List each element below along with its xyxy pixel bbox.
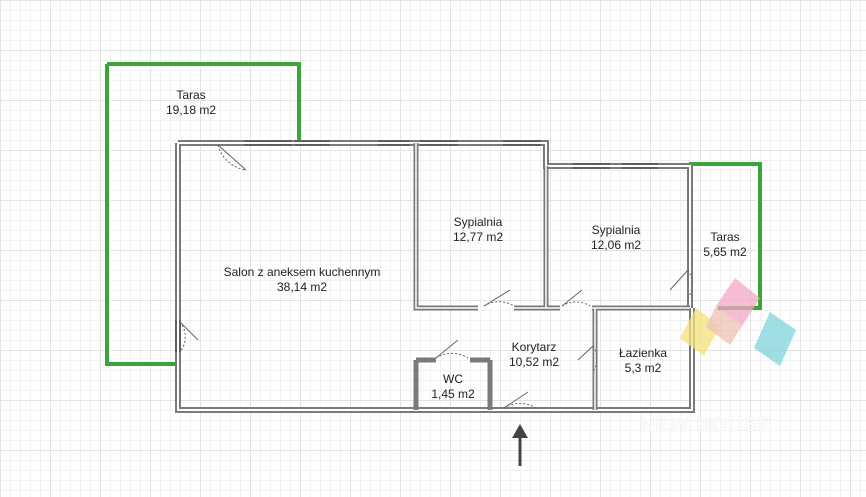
windows [175, 140, 658, 352]
terrace-large-inner [109, 66, 297, 362]
room-label-taras-large: Taras 19,18 m2 [166, 88, 216, 118]
room-label-sypialnia-2: Sypialnia 12,06 m2 [591, 223, 641, 253]
terrace-large-outline [105, 62, 301, 366]
room-name: WC [442, 372, 463, 386]
room-label-salon: Salon z aneksem kuchennym 38,14 m2 [224, 265, 381, 295]
room-area: 12,77 m2 [452, 230, 504, 244]
room-label-korytarz: Korytarz 10,52 m2 [509, 340, 559, 370]
agency-logo-icon [680, 278, 796, 366]
room-name: Korytarz [511, 340, 557, 354]
room-label-wc: WC 1,45 m2 [431, 372, 474, 402]
room-name: Sypialnia [453, 215, 503, 229]
room-area: 1,45 m2 [431, 387, 475, 401]
room-name: Łazienka [618, 346, 668, 360]
room-label-lazienka: Łazienka 5,3 m2 [619, 346, 667, 376]
doors [179, 144, 693, 409]
room-label-sypialnia-1: Sypialnia 12,77 m2 [453, 215, 503, 245]
room-area: 38,14 m2 [276, 280, 328, 294]
room-area: 5,3 m2 [624, 361, 662, 375]
room-area: 10,52 m2 [508, 355, 560, 369]
arrow-up-icon [512, 424, 528, 466]
room-name: Salon z aneksem kuchennym [223, 265, 381, 279]
terrace-small-inner [692, 166, 758, 305]
room-label-taras-small: Taras 5,65 m2 [703, 230, 746, 260]
interior-walls-core [415, 143, 690, 410]
room-name: Taras [176, 88, 206, 102]
room-area: 12,06 m2 [590, 238, 642, 252]
room-area: 19,18 m2 [165, 103, 217, 117]
room-name: Taras [710, 230, 740, 244]
watermark: NEW HOUSE [640, 414, 773, 436]
room-area: 5,65 m2 [703, 245, 747, 259]
room-name: Sypialnia [591, 223, 641, 237]
